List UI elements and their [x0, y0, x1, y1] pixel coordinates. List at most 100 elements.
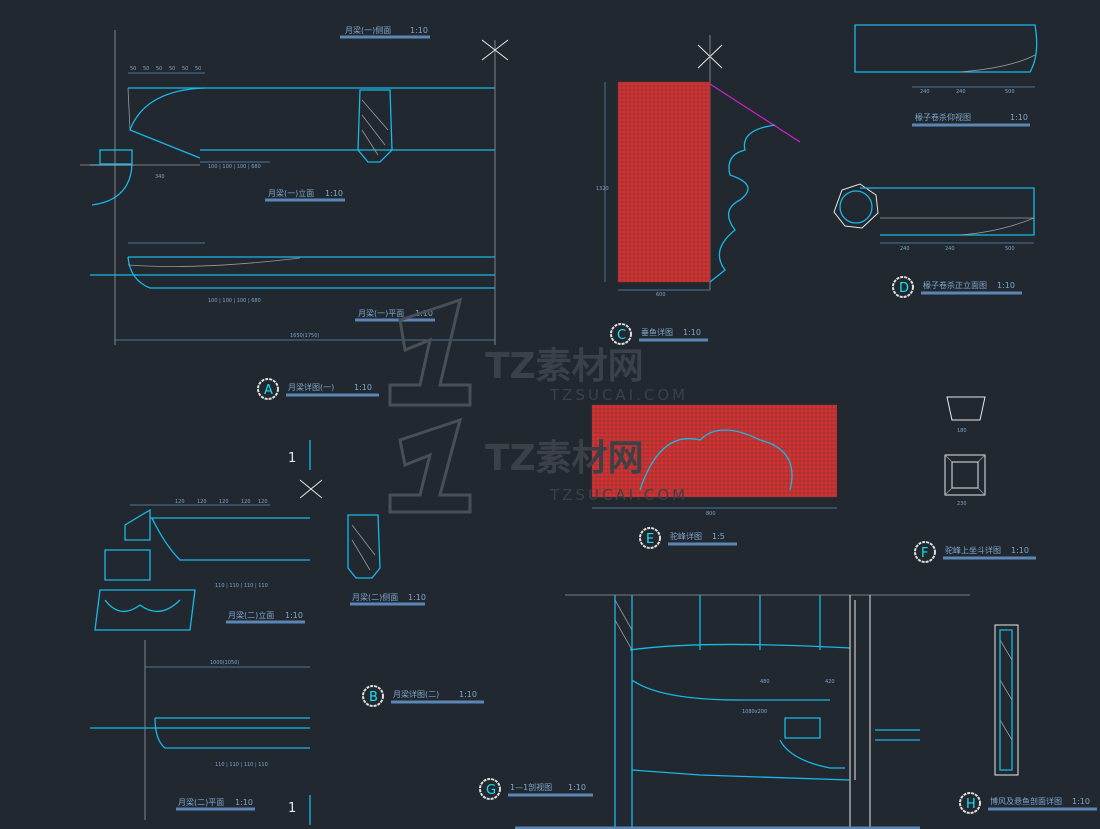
dim-text: 800 — [706, 511, 716, 517]
section-mark: 1 — [288, 451, 296, 466]
detail-marker-icon — [892, 276, 914, 298]
view-title: 椽子卷杀仰视图 — [915, 112, 971, 122]
detail-scale: 1:10 — [1072, 797, 1090, 806]
detail-marker-icon — [479, 778, 501, 800]
dim-text: 50 — [195, 66, 201, 72]
dim-text: 340 — [155, 174, 165, 180]
view-title: 月梁(二)立面 — [228, 610, 274, 620]
dim-text: 500 — [1005, 246, 1015, 252]
detail-label-f: F 驼峰上坐斗详图 1:10 — [914, 541, 1036, 563]
dim-text: 110 | 110 | 110 | 110 — [215, 583, 268, 589]
detail-title: 1—1剖视图 — [510, 782, 552, 792]
detail-g-section: 480 420 1080x200 — [515, 594, 970, 829]
detail-marker-icon — [362, 685, 384, 707]
detail-scale: 1:10 — [1011, 546, 1029, 555]
detail-scale: 1:10 — [683, 328, 701, 337]
detail-scale: 1:10 — [354, 383, 372, 392]
view-title: 月梁(二)侧面 — [352, 592, 398, 602]
detail-marker-icon — [914, 541, 936, 563]
detail-marker-icon — [959, 792, 981, 814]
dim-text: 500 — [1005, 89, 1015, 95]
detail-title: 垂鱼详图 — [641, 327, 673, 337]
dim-text: 600 — [656, 292, 666, 298]
dim-text: 120 — [241, 499, 251, 505]
dim-text: 480 — [760, 679, 770, 685]
detail-label-d: D 椽子卷杀正立面图 1:10 — [892, 276, 1022, 298]
dim-text: 50 — [143, 66, 149, 72]
detail-b-beam-2: 1 1 120 120 120 120 120 110 | 110 | 110 … — [90, 440, 426, 825]
dim-text: 120 — [175, 499, 185, 505]
detail-scale: 1:10 — [459, 690, 477, 699]
detail-scale: 1:10 — [997, 281, 1015, 290]
section-mark: 1 — [288, 801, 296, 816]
view-title: 月梁(一)平面 — [358, 309, 404, 318]
detail-label-g: G 1—1剖视图 1:10 — [479, 778, 593, 800]
watermark-brand: TZ素材网 — [485, 346, 644, 387]
detail-tag: B — [369, 690, 378, 705]
dim-text: 1080x200 — [742, 709, 767, 715]
dim-text: 50 — [130, 66, 136, 72]
detail-title: 月梁详图(二) — [393, 689, 439, 699]
detail-tag: H — [966, 797, 976, 812]
dim-text: 50 — [182, 66, 188, 72]
view-title: 月梁(一)立面 — [268, 188, 314, 198]
detail-c-grid-panel: 1320 600 — [596, 35, 801, 298]
view-scale: 1:10 — [410, 26, 428, 35]
dim-text: 50 — [169, 66, 175, 72]
detail-tag: F — [921, 546, 928, 561]
detail-label-e: E 驼峰详图 1:5 — [639, 527, 737, 549]
dim-text: 120 — [197, 499, 207, 505]
detail-title: 椽子卷杀正立面图 — [923, 280, 987, 290]
watermark-url: TZSUCAI.COM — [549, 486, 688, 504]
detail-scale: 1:10 — [568, 783, 586, 792]
dim-text: 240 — [956, 89, 966, 95]
detail-scale: 1:5 — [712, 532, 725, 541]
dim-text: 240 — [945, 246, 955, 252]
detail-tag: C — [617, 328, 626, 343]
view-scale: 1:10 — [285, 611, 303, 620]
view-scale: 1:10 — [408, 593, 426, 602]
dim-text: 100 | 100 | 100 | 680 — [208, 164, 261, 170]
dim-text: 1650(1750) — [290, 333, 319, 339]
detail-marker-icon — [639, 527, 661, 549]
detail-marker-icon — [610, 323, 632, 345]
detail-d-rafter: 240 240 500 椽子卷杀仰视图 1:10 240 240 500 — [833, 24, 1038, 252]
watermark-url: TZSUCAI.COM — [549, 386, 688, 404]
detail-title: 驼峰详图 — [670, 531, 702, 541]
detail-f-bracket: 180 230 — [944, 396, 986, 507]
dim-text: 1000(1050) — [210, 660, 239, 666]
detail-label-b: B 月梁详图(二) 1:10 — [362, 685, 484, 707]
detail-a-beam-1: 50 50 50 50 50 50 100 | 100 | 100 | 680 … — [80, 25, 509, 345]
watermark: TZ素材网 TZSUCAI.COM TZ素材网 TZSUCAI.COM — [388, 297, 688, 514]
detail-label-c: C 垂鱼详图 1:10 — [610, 323, 708, 345]
dim-text: 420 — [825, 679, 835, 685]
detail-label-a: A 月梁详图(一) 1:10 — [257, 378, 379, 400]
view-scale: 1:10 — [325, 189, 343, 198]
dim-text: 180 — [957, 428, 967, 434]
dim-text: 100 | 100 | 100 | 680 — [208, 298, 261, 304]
view-title: 月梁(二)平面 — [178, 798, 224, 807]
view-title: 月梁(一)侧面 — [345, 25, 391, 35]
view-scale: 1:10 — [235, 798, 253, 807]
dim-text: 110 | 110 | 110 | 110 — [215, 762, 268, 768]
view-scale: 1:10 — [1010, 113, 1028, 122]
detail-e-hump: 800 — [591, 404, 837, 517]
detail-marker-icon — [257, 378, 279, 400]
dim-text: 120 — [258, 499, 268, 505]
dim-text: 230 — [957, 501, 967, 507]
detail-title: 月梁详图(一) — [288, 382, 334, 392]
detail-h-barge-board — [994, 624, 1019, 776]
dim-text: 240 — [920, 89, 930, 95]
detail-title: 驼峰上坐斗详图 — [945, 545, 1001, 555]
dim-text: 1320 — [596, 186, 609, 192]
detail-tag: A — [264, 383, 273, 398]
dim-text: 50 — [156, 66, 162, 72]
detail-tag: D — [899, 281, 909, 296]
dim-text: 120 — [219, 499, 229, 505]
detail-tag: E — [646, 532, 654, 547]
dim-text: 240 — [900, 246, 910, 252]
detail-tag: G — [486, 783, 496, 798]
